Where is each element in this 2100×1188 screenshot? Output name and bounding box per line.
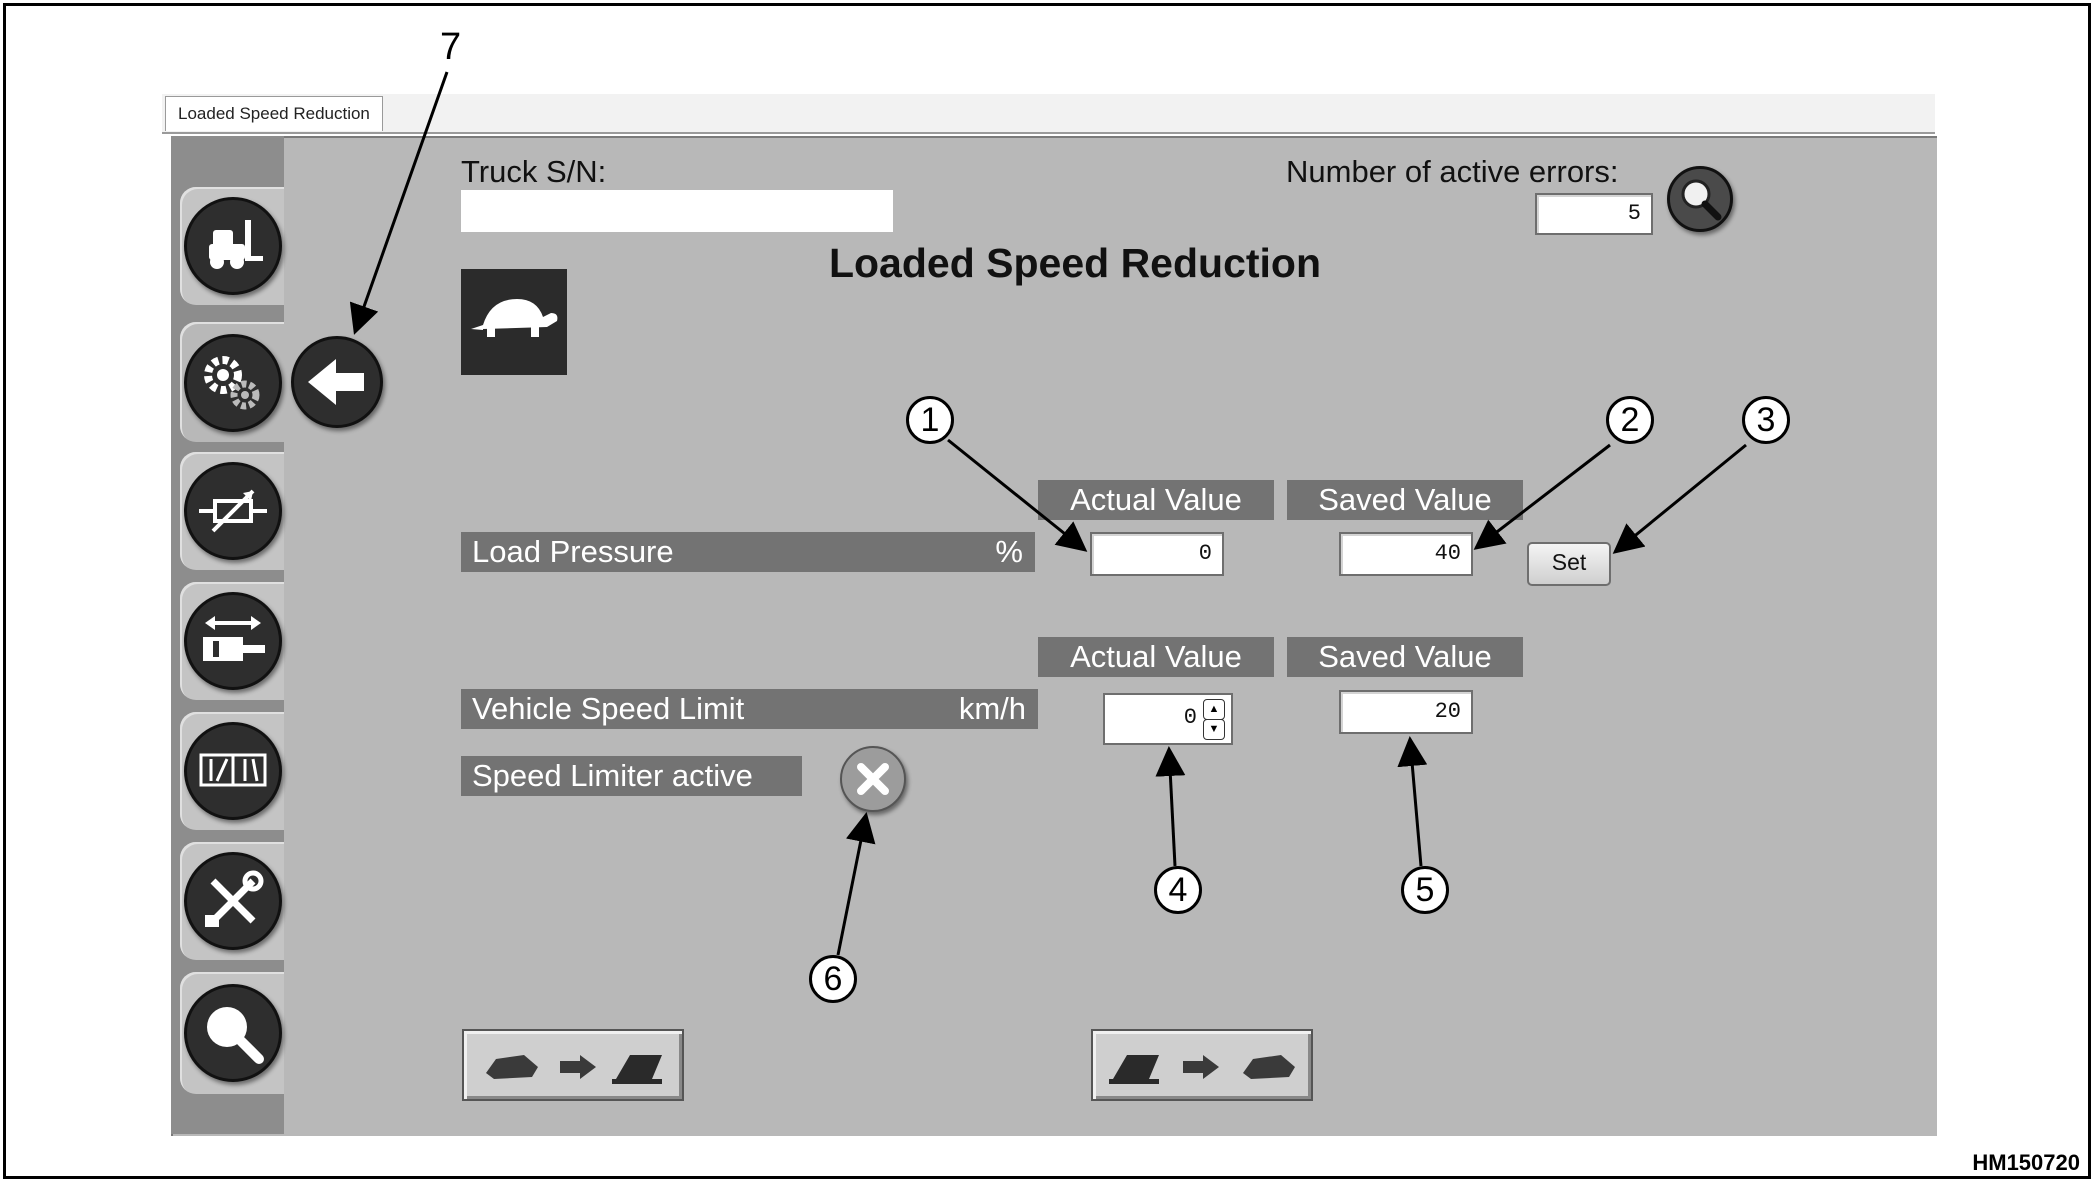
sidebar-item-valves[interactable]: [180, 712, 284, 830]
read-from-truck-button[interactable]: [462, 1029, 684, 1101]
callout-1: 1: [906, 396, 954, 444]
load-pressure-label: Load Pressure %: [461, 532, 1035, 572]
callout-2: 2: [1606, 396, 1654, 444]
figure-frame: [3, 3, 2091, 1179]
vehicle-speed-limit-unit: km/h: [958, 691, 1026, 726]
vehicle-speed-limit-label: Vehicle Speed Limit km/h: [461, 689, 1038, 729]
saved-value-header: Saved Value: [1287, 480, 1523, 520]
vehicle-speed-saved-field: 20: [1339, 690, 1473, 734]
actual-value-header-2: Actual Value: [1038, 637, 1274, 677]
load-pressure-text: Load Pressure: [472, 534, 674, 569]
x-icon: [840, 746, 906, 812]
back-button[interactable]: [291, 336, 383, 428]
saved-value-header-2: Saved Value: [1287, 637, 1523, 677]
forklift-icon: [184, 197, 282, 295]
write-to-truck-button[interactable]: [1091, 1029, 1313, 1101]
callout-6: 6: [809, 955, 857, 1003]
gears-icon: [184, 334, 282, 432]
sidebar-item-hydraulics[interactable]: [180, 582, 284, 700]
sidebar-item-service-tools[interactable]: [180, 842, 284, 960]
vehicle-speed-limit-text: Vehicle Speed Limit: [472, 691, 745, 726]
load-pressure-actual-field: 0: [1090, 532, 1224, 576]
hydraulic-cylinder-icon: [184, 592, 282, 690]
callout-4: 4: [1154, 866, 1202, 914]
tab-strip: Loaded Speed Reduction: [162, 94, 1935, 134]
magnifier-icon: [184, 984, 282, 1082]
actual-value-header: Actual Value: [1038, 480, 1274, 520]
callout-3: 3: [1742, 396, 1790, 444]
callout-5: 5: [1401, 866, 1449, 914]
adjustment-icon: [184, 462, 282, 560]
laptop-to-truck-icon: [1109, 1055, 1295, 1084]
arrow-left-icon: [308, 359, 364, 405]
tab-loaded-speed-reduction[interactable]: Loaded Speed Reduction: [165, 96, 383, 131]
truck-sn-label: Truck S/N:: [461, 154, 607, 189]
truck-to-laptop-icon: [486, 1055, 662, 1084]
sidebar-item-truck[interactable]: [180, 187, 284, 305]
active-errors-field: 5: [1535, 193, 1653, 235]
magnifier-icon: [1681, 179, 1722, 221]
load-pressure-saved-field[interactable]: 40: [1339, 532, 1473, 576]
stepper-down-icon[interactable]: ▼: [1203, 719, 1225, 740]
sidebar-item-adjustment[interactable]: [180, 452, 284, 570]
vehicle-speed-actual-stepper[interactable]: 0 ▲ ▼: [1103, 693, 1233, 745]
set-button[interactable]: Set: [1527, 542, 1611, 586]
vehicle-speed-actual-value: 0: [1183, 705, 1197, 730]
valve-diagram-icon: [184, 722, 282, 820]
figure-id: HM150720: [1972, 1150, 2080, 1175]
page-title: Loaded Speed Reduction: [828, 240, 1322, 286]
active-errors-label: Number of active errors:: [1286, 154, 1619, 189]
errors-search-button[interactable]: [1667, 166, 1733, 232]
sidebar-item-settings[interactable]: [180, 322, 284, 442]
turtle-icon: [461, 269, 567, 375]
tools-icon: [184, 852, 282, 950]
load-pressure-unit: %: [995, 534, 1023, 569]
sidebar-item-diagnostics[interactable]: [180, 972, 284, 1094]
speed-limiter-label: Speed Limiter active: [461, 756, 802, 796]
callout-7: 7: [440, 26, 462, 68]
truck-sn-field[interactable]: [461, 190, 893, 232]
